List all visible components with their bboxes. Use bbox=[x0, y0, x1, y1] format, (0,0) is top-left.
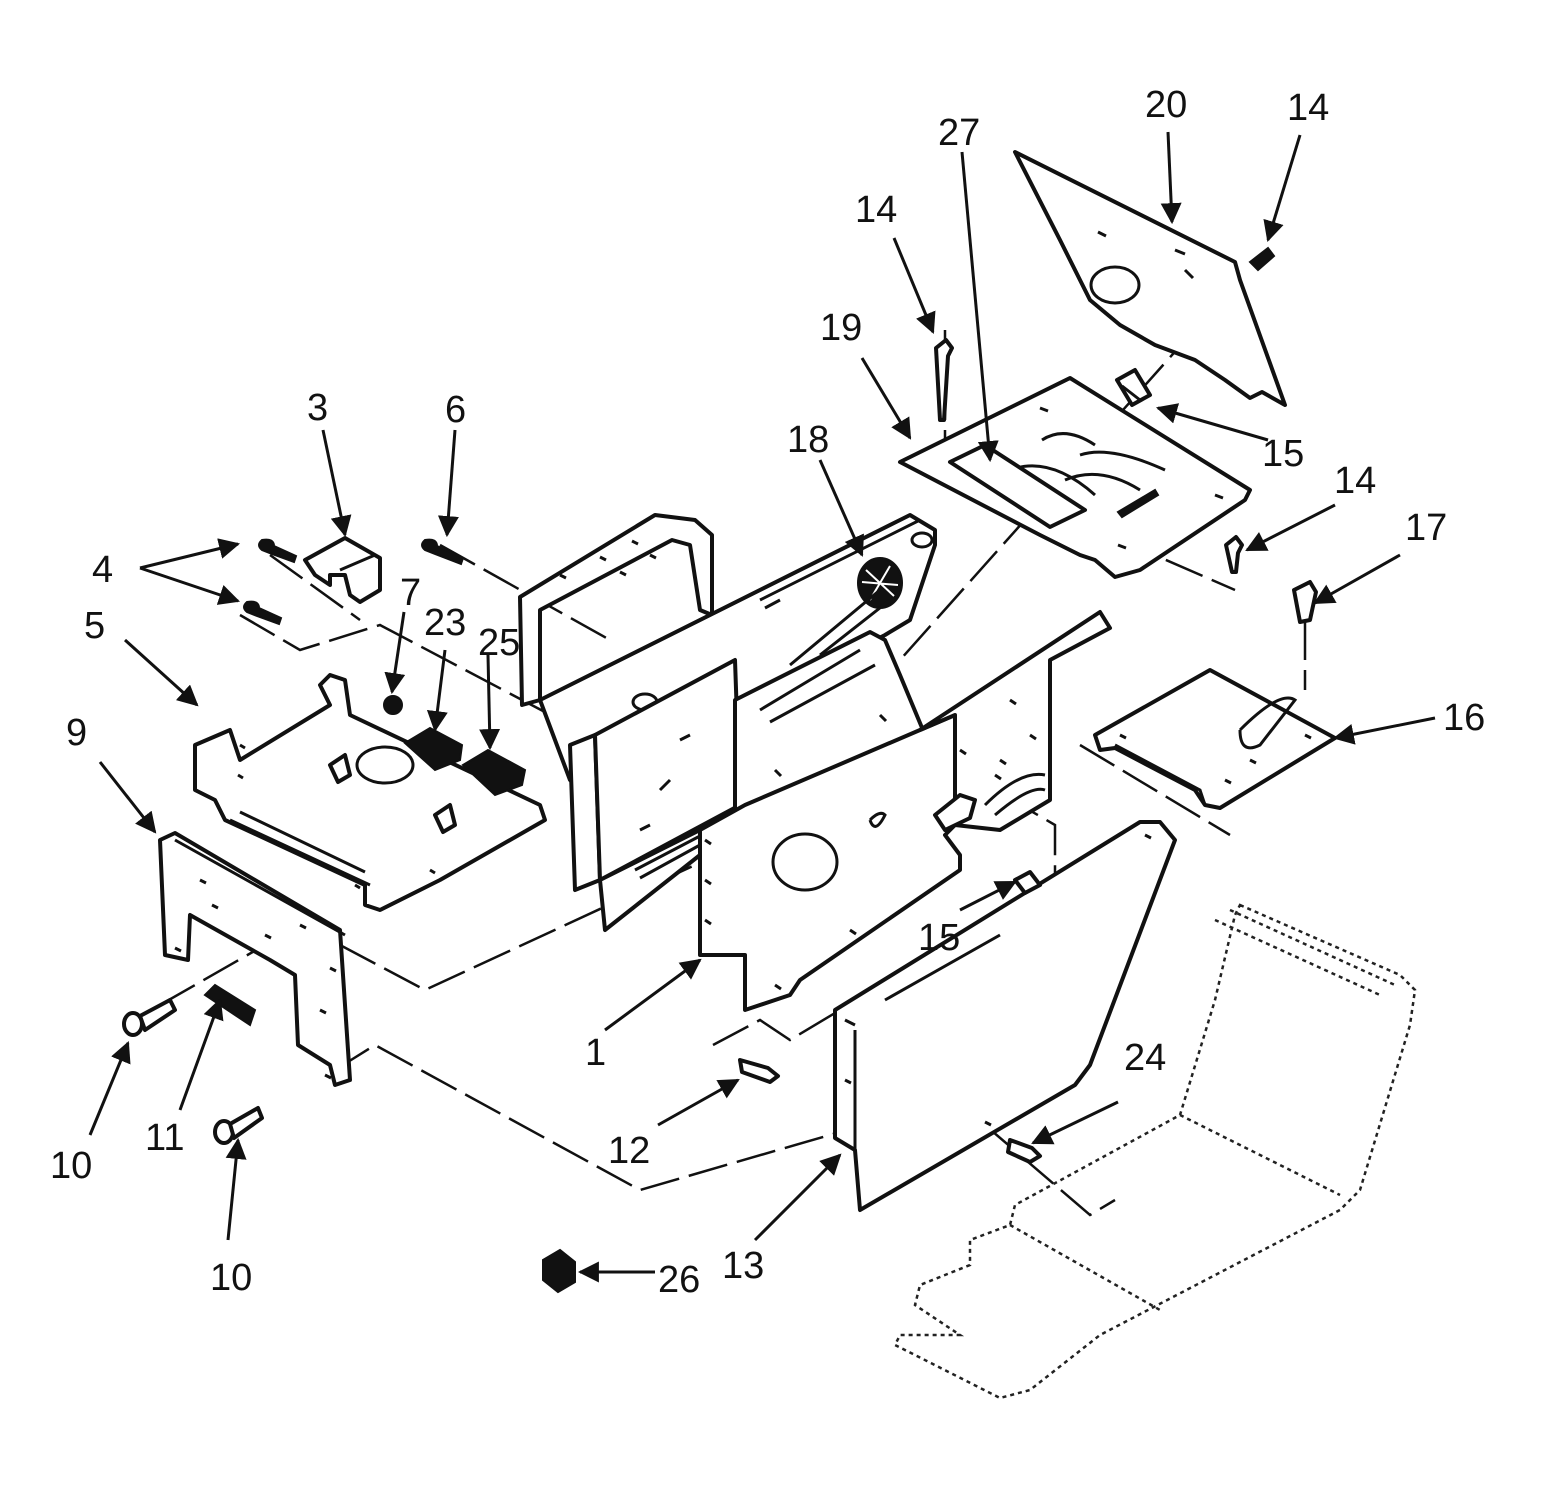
part-9-left-end-plate bbox=[158, 831, 352, 1087]
part-20-top-cover-plate bbox=[1013, 150, 1287, 407]
part-4-screws bbox=[243, 538, 298, 626]
callout-16: 16 bbox=[1443, 697, 1485, 739]
callout-7: 7 bbox=[400, 572, 421, 614]
callout-15-upper: 15 bbox=[1262, 433, 1304, 475]
callout-labels: 1 3 4 5 6 7 9 10 10 11 12 13 14 14 14 15… bbox=[50, 84, 1485, 1301]
callout-3: 3 bbox=[307, 387, 328, 429]
part-3-small-bracket bbox=[303, 536, 382, 604]
callout-1: 1 bbox=[585, 1032, 606, 1074]
part-27-label bbox=[948, 443, 1087, 529]
part-25-spring bbox=[461, 748, 527, 797]
callout-13: 13 bbox=[722, 1245, 764, 1287]
callout-6: 6 bbox=[445, 389, 466, 431]
callout-24: 24 bbox=[1124, 1037, 1166, 1079]
callout-11: 11 bbox=[145, 1117, 184, 1159]
part-24-screw bbox=[1006, 1138, 1042, 1164]
callout-17: 17 bbox=[1405, 507, 1447, 549]
part-15-clip-upper bbox=[1115, 368, 1152, 407]
part-13-side-panel bbox=[833, 820, 1177, 1212]
callout-5: 5 bbox=[84, 605, 105, 647]
callout-15-lower: 15 bbox=[918, 917, 960, 959]
part-12-screw bbox=[738, 1058, 780, 1084]
part-16-mounting-plate bbox=[1093, 668, 1337, 810]
callout-27: 27 bbox=[938, 112, 980, 154]
part-7-nut bbox=[383, 695, 403, 715]
part-14-pin-upper bbox=[934, 338, 954, 422]
callout-18: 18 bbox=[787, 419, 829, 461]
part-15-clip-lower bbox=[1013, 870, 1042, 895]
part-5-base-bracket bbox=[193, 673, 547, 912]
part-17-bolt bbox=[1292, 580, 1318, 624]
callout-14-top: 14 bbox=[1287, 87, 1329, 129]
callout-10-upper: 10 bbox=[50, 1145, 92, 1187]
phantom-cover-outline bbox=[893, 903, 1417, 1400]
part-10-screw-lower bbox=[213, 1106, 264, 1145]
callout-14-right: 14 bbox=[1334, 460, 1376, 502]
callout-9: 9 bbox=[66, 712, 87, 754]
part-14-pin-right bbox=[1224, 535, 1244, 574]
part-18-knob bbox=[789, 557, 903, 667]
part-11-spring bbox=[203, 983, 257, 1027]
callout-26: 26 bbox=[658, 1259, 700, 1301]
callout-19: 19 bbox=[820, 307, 862, 349]
callout-25: 25 bbox=[478, 622, 520, 664]
part-19-mounting-plate bbox=[898, 376, 1252, 579]
part-6-screw bbox=[421, 538, 465, 566]
part-1-main-frame bbox=[518, 513, 1112, 1012]
callout-leader-lines bbox=[88, 131, 1436, 1283]
callout-10-lower: 10 bbox=[210, 1257, 252, 1299]
callout-23: 23 bbox=[424, 602, 466, 644]
part-14-pin-top bbox=[1248, 246, 1276, 272]
callout-4: 4 bbox=[92, 549, 113, 591]
callout-12: 12 bbox=[608, 1130, 650, 1172]
part-10-screw-upper bbox=[122, 998, 177, 1037]
part-23-spring bbox=[403, 726, 464, 772]
part-26-switch bbox=[542, 1248, 576, 1294]
callout-20: 20 bbox=[1145, 84, 1187, 126]
callout-14-left: 14 bbox=[855, 189, 897, 231]
